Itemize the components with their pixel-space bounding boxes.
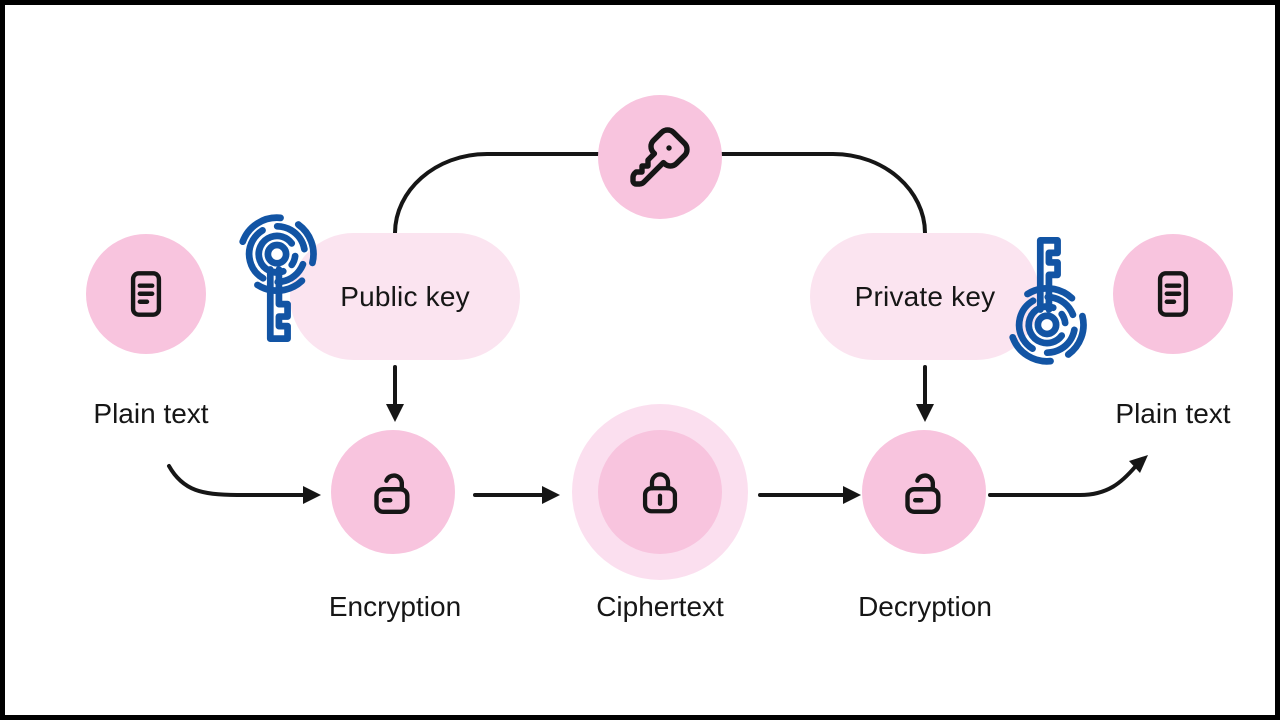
- plain-text-right-node: [1113, 234, 1233, 354]
- document-icon: [130, 271, 162, 317]
- plain-text-left-label: Plain text: [93, 398, 209, 429]
- arrow-plain-text-to-encryption: [167, 464, 321, 504]
- lock-closed-icon: [642, 472, 678, 514]
- arrow-encryption-to-ciphertext: [473, 486, 560, 504]
- ciphertext-node: [598, 430, 722, 554]
- public-key-pill: Public key: [290, 233, 520, 360]
- ciphertext-label: Ciphertext: [596, 591, 724, 622]
- encryption-node: [331, 430, 455, 554]
- arrow-decryption-to-plain-text: [988, 455, 1148, 497]
- radial-key-icon: [227, 210, 327, 359]
- document-icon: [1157, 271, 1189, 317]
- key-icon: [630, 127, 690, 187]
- arrow-private-key-to-decryption: [916, 365, 934, 422]
- plain-text-left-node: [86, 234, 206, 354]
- plain-text-right-label: Plain text: [1115, 398, 1231, 429]
- radial-key-icon: [997, 220, 1097, 369]
- session-key-node: [598, 95, 722, 219]
- connector-key-to-public-key: [393, 152, 600, 235]
- ciphertext-halo: [572, 404, 748, 580]
- decryption-label: Decryption: [858, 591, 992, 622]
- private-key-pill: Private key: [810, 233, 1040, 360]
- encryption-label: Encryption: [328, 591, 462, 622]
- connector-key-to-private-key: [720, 152, 927, 235]
- arrow-ciphertext-to-decryption: [758, 486, 861, 504]
- lock-open-icon: [374, 473, 410, 514]
- lock-open-icon: [905, 473, 941, 514]
- arrow-public-key-to-encryption: [386, 365, 404, 422]
- decryption-node: [862, 430, 986, 554]
- public-key-label: Public key: [340, 280, 470, 312]
- private-key-label: Private key: [854, 280, 996, 312]
